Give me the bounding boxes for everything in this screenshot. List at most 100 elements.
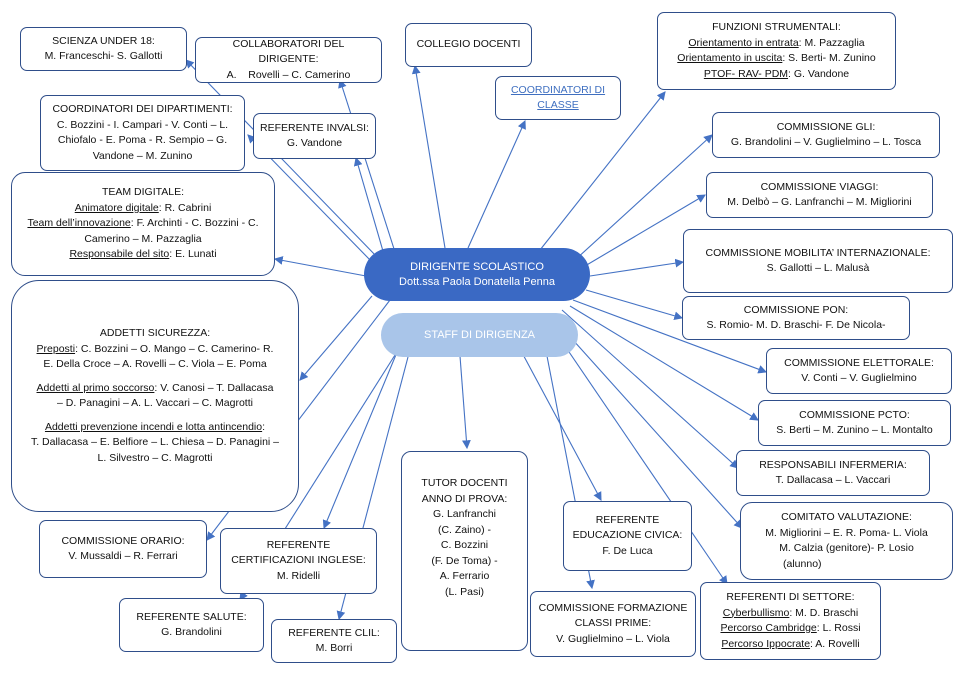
- team-digitale-title: TEAM DIGITALE:: [101, 186, 185, 199]
- dirigente-title: DIRIGENTE SCOLASTICO: [410, 260, 544, 273]
- scienza-title: SCIENZA UNDER 18:: [52, 34, 155, 47]
- formazione-names: V. Guglielmino – L. Viola: [556, 632, 670, 645]
- viaggi-names: M. Delbò – G. Lanfranchi – M. Migliorini: [727, 196, 912, 208]
- collaboratori-box[interactable]: COLLABORATORI DEL DIRIGENTE: A. Rovelli …: [195, 37, 382, 83]
- primo-soccorso-row-2: – D. Panagini – A. L. Vaccari – C. Magro…: [57, 397, 253, 409]
- arrow-civica: [511, 333, 602, 501]
- referente-certificazioni-inglese-box[interactable]: REFERENTE CERTIFICAZIONI INGLESE: M. Rid…: [220, 528, 377, 594]
- addetti-sicurezza-box[interactable]: ADDETTI SICUREZZA: Preposti: C. Bozzini …: [11, 280, 299, 512]
- pcto-names: S. Berti – M. Zunino – L. Montalto: [776, 424, 933, 436]
- funzioni-title: FUNZIONI STRUMENTALI:: [712, 21, 841, 33]
- funzioni-row: Orientamento in entrata: M. Pazzaglia: [688, 36, 865, 49]
- arrow-team-digitale: [273, 256, 367, 277]
- valutazione-title: COMITATO VALUTAZIONE:: [781, 511, 912, 523]
- tutor-line: (F. De Toma) -: [431, 554, 498, 567]
- responsabili-infermeria-box[interactable]: RESPONSABILI INFERMERIA: T. Dallacasa – …: [736, 450, 930, 496]
- arrow-settore: [549, 323, 728, 585]
- arrow-viaggi: [584, 194, 706, 267]
- coordinatori-dipartimenti-box[interactable]: COORDINATORI DEI DIPARTIMENTI: C. Bozzin…: [40, 95, 245, 171]
- viaggi-title: COMMISSIONE VIAGGI:: [760, 180, 879, 193]
- team-innovazione-row: Team dell’innovazione: F. Archinti - C. …: [27, 217, 259, 230]
- funzioni-row: PTOF- RAV- PDM: G. Vandone: [703, 67, 850, 80]
- preposti-row: Preposti: C. Bozzini – O. Mango – C. Cam…: [36, 342, 274, 355]
- arrow-valutazione: [554, 319, 743, 529]
- antincendio-row-2: T. Dallacasa – E. Belfiore – L. Chiesa –…: [30, 436, 280, 448]
- commissione-viaggi-box[interactable]: COMMISSIONE VIAGGI: M. Delbò – G. Lanfra…: [706, 172, 933, 218]
- settore-title: REFERENTI DI SETTORE:: [726, 591, 855, 603]
- team-digitale-box[interactable]: TEAM DIGITALE: Animatore digitale: R. Ca…: [11, 172, 275, 276]
- referente-educazione-civica-box[interactable]: REFERENTE EDUCAZIONE CIVICA: F. De Luca: [563, 501, 692, 571]
- primo-soccorso-row: Addetti al primo soccorso: V. Canosi – T…: [36, 381, 274, 394]
- pcto-title: COMMISSIONE PCTO:: [799, 408, 910, 421]
- coordinatori-classe-link-1[interactable]: COORDINATORI DI: [510, 83, 606, 96]
- elettorale-title: COMMISSIONE ELETTORALE:: [784, 356, 934, 369]
- tutor-docenti-box[interactable]: TUTOR DOCENTI ANNO DI PROVA: G. Lanfranc…: [401, 451, 528, 651]
- orario-names: V. Mussaldi – R. Ferrari: [68, 550, 178, 562]
- clil-names: M. Borri: [315, 642, 353, 654]
- settore-row: Percorso Ippocrate: A. Rovelli: [721, 637, 860, 650]
- commissione-gli-box[interactable]: COMMISSIONE GLI: G. Brandolini – V. Gugl…: [712, 112, 940, 158]
- settore-row: Percorso Cambridge: L. Rossi: [720, 622, 861, 634]
- scienza-under-18-box[interactable]: SCIENZA UNDER 18: M. Franceschi- S. Gall…: [20, 27, 187, 71]
- tutor-line: G. Lanfranchi: [432, 508, 497, 520]
- mobilita-names: S. Gallotti – L. Malusà: [766, 262, 870, 274]
- tutor-line: (L. Pasi): [444, 585, 485, 598]
- arrow-collegio: [411, 64, 446, 249]
- tutor-line: TUTOR DOCENTI: [421, 477, 508, 489]
- arrow-tutor: [459, 355, 471, 450]
- valutazione-line: M. Migliorini – E. R. Poma- L. Viola: [765, 526, 928, 539]
- staff-dirigenza-node[interactable]: STAFF DI DIRIGENZA: [381, 313, 578, 357]
- civica-line: REFERENTE: [595, 513, 660, 526]
- inglese-names: M. Ridelli: [276, 569, 321, 582]
- collegio-docenti-box[interactable]: COLLEGIO DOCENTI: [405, 23, 532, 67]
- arrow-inglese: [322, 332, 406, 530]
- collaboratori-title: COLLABORATORI DEL DIRIGENTE:: [232, 37, 345, 66]
- funzioni-row: Orientamento in uscita: S. Berti- M. Zun…: [677, 52, 876, 64]
- comitato-valutazione-box[interactable]: COMITATO VALUTAZIONE: M. Migliorini – E.…: [740, 502, 953, 580]
- civica-line: EDUCAZIONE CIVICA:: [572, 529, 683, 542]
- commissione-pcto-box[interactable]: COMMISSIONE PCTO: S. Berti – M. Zunino –…: [758, 400, 951, 446]
- infermeria-names: T. Dallacasa – L. Vaccari: [775, 474, 891, 486]
- arrow-pcto: [569, 305, 759, 421]
- orario-title: COMMISSIONE ORARIO:: [61, 534, 185, 547]
- formazione-line: CLASSI PRIME:: [574, 617, 652, 630]
- tutor-line: C. Bozzini: [440, 539, 489, 551]
- dirigente-scolastico-node[interactable]: DIRIGENTE SCOLASTICO Dott.ssa Paola Dona…: [364, 248, 590, 301]
- arrow-coordinatori-classe: [467, 119, 526, 249]
- arrow-funzioni: [539, 91, 666, 251]
- arrow-elettorale: [572, 299, 768, 374]
- preposti-row-2: E. Della Croce – A. Rovelli – C. Viola –…: [43, 358, 267, 370]
- gli-title: COMMISSIONE GLI:: [776, 120, 876, 133]
- dipartimenti-line: Chiofalo - E. Poma - R. Sempio – G.: [57, 134, 228, 146]
- commissione-pon-box[interactable]: COMMISSIONE PON: S. Romio- M. D. Braschi…: [682, 296, 910, 340]
- antincendio-row-3: L. Silvestro – C. Magrotti: [97, 451, 213, 464]
- salute-title: REFERENTE SALUTE:: [136, 610, 247, 623]
- invalsi-names: G. Vandone: [286, 137, 343, 149]
- gli-names: G. Brandolini – V. Guglielmino – L. Tosc…: [730, 136, 922, 148]
- commissione-mobilita-box[interactable]: COMMISSIONE MOBILITA’ INTERNAZIONALE: S.…: [683, 229, 953, 293]
- arrow-invalsi: [353, 156, 386, 259]
- settore-row: Cyberbullismo: M. D. Braschi: [722, 606, 859, 619]
- commissione-orario-box[interactable]: COMMISSIONE ORARIO: V. Mussaldi – R. Fer…: [39, 520, 207, 578]
- tutor-line: ANNO DI PROVA:: [421, 492, 508, 505]
- coordinatori-classe-link-2[interactable]: CLASSE: [537, 99, 579, 111]
- commissione-formazione-box[interactable]: COMMISSIONE FORMAZIONE CLASSI PRIME: V. …: [530, 591, 696, 657]
- arrow-gli: [574, 134, 713, 261]
- arrow-sicurezza: [299, 295, 373, 381]
- dipartimenti-line: C. Bozzini - I. Campari - V. Conti – L.: [56, 118, 229, 131]
- arrow-collaboratori: [338, 78, 396, 253]
- pon-title: COMMISSIONE PON:: [743, 303, 849, 316]
- tutor-line: A. Ferrario: [439, 570, 490, 582]
- referente-salute-box[interactable]: REFERENTE SALUTE: G. Brandolini: [119, 598, 264, 652]
- referenti-settore-box[interactable]: REFERENTI DI SETTORE: Cyberbullismo: M. …: [700, 582, 881, 660]
- inglese-line: CERTIFICAZIONI INGLESE:: [231, 554, 366, 567]
- referente-clil-box[interactable]: REFERENTE CLIL: M. Borri: [271, 619, 397, 663]
- formazione-line: COMMISSIONE FORMAZIONE: [538, 601, 688, 614]
- collegio-title: COLLEGIO DOCENTI: [416, 38, 521, 51]
- dipartimenti-title: COORDINATORI DEI DIPARTIMENTI:: [52, 103, 233, 115]
- commissione-elettorale-box[interactable]: COMMISSIONE ELETTORALE: V. Conti – V. Gu…: [766, 348, 952, 394]
- funzioni-strumentali-box[interactable]: FUNZIONI STRUMENTALI: Orientamento in en…: [657, 12, 896, 90]
- coordinatori-classe-box[interactable]: COORDINATORI DI CLASSE: [495, 76, 621, 120]
- pon-names: S. Romio- M. D. Braschi- F. De Nicola-: [706, 319, 886, 331]
- referente-invalsi-box[interactable]: REFERENTE INVALSI: G. Vandone: [253, 113, 376, 159]
